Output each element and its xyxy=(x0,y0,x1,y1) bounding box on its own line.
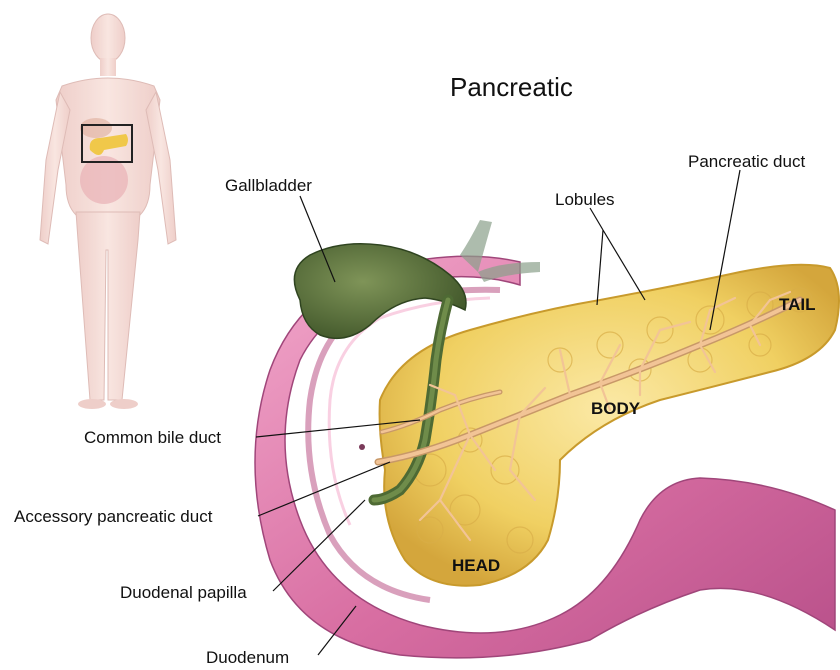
region-tail: TAIL xyxy=(779,295,816,315)
papilla-dot xyxy=(359,444,365,450)
label-gallbladder: Gallbladder xyxy=(225,176,312,196)
region-body: BODY xyxy=(591,399,640,419)
label-duodenum: Duodenum xyxy=(206,648,289,668)
label-duodenal-papilla: Duodenal papilla xyxy=(120,583,247,603)
label-pancreatic-duct: Pancreatic duct xyxy=(688,152,805,172)
label-lobules: Lobules xyxy=(555,190,615,210)
label-common-bile-duct: Common bile duct xyxy=(84,428,221,448)
human-figure xyxy=(40,14,176,409)
diagram-title: Pancreatic xyxy=(450,72,573,103)
region-head: HEAD xyxy=(452,556,500,576)
label-accessory-pancreatic-duct: Accessory pancreatic duct xyxy=(14,507,212,527)
